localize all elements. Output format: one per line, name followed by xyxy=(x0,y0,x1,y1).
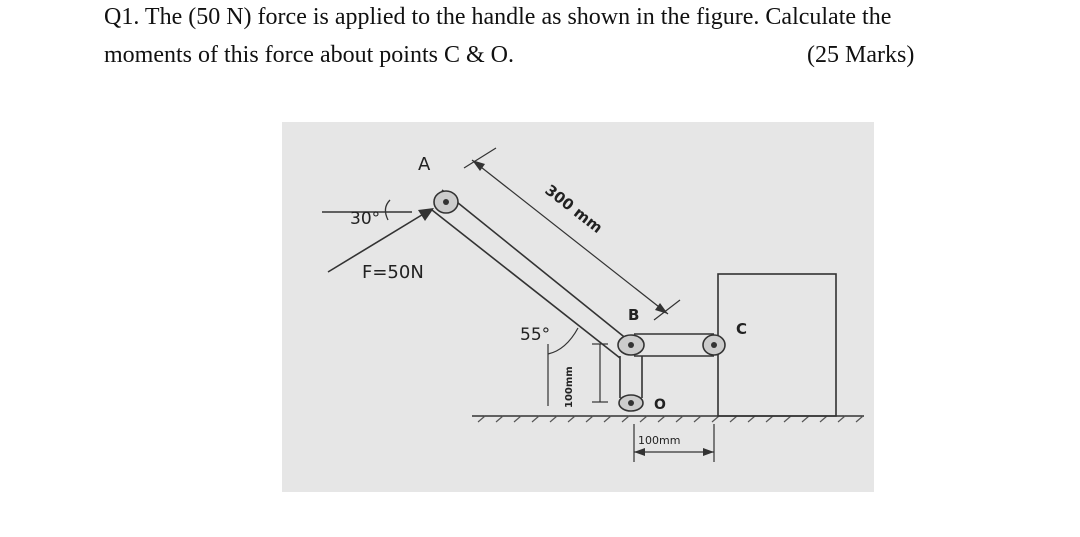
pin-b-center xyxy=(628,342,634,348)
mechanism-figure: A B C O 30° F=50N 300 mm 55° 100mm 100mm xyxy=(282,122,874,492)
force-line xyxy=(327,209,431,273)
label-a: A xyxy=(418,154,431,175)
label-c: C xyxy=(736,320,747,338)
force-angle-arc xyxy=(384,199,391,221)
dim-handle-tick-1 xyxy=(463,147,497,169)
pin-c-center xyxy=(711,342,717,348)
handle-edge-upper xyxy=(441,189,629,341)
force-arrowhead xyxy=(418,208,434,221)
label-angle-handle: 55° xyxy=(520,325,550,345)
angle-handle-arc xyxy=(547,327,579,355)
pin-o-center xyxy=(628,400,634,406)
question-marks: (25 Marks) xyxy=(807,42,915,68)
pin-a-center xyxy=(443,199,449,205)
label-o: O xyxy=(654,397,666,413)
dim-handle-tick-2 xyxy=(653,299,681,321)
label-dim-horizontal: 100mm xyxy=(638,434,680,447)
dim-handle-line xyxy=(471,159,669,315)
question-number: Q1. xyxy=(104,4,140,30)
label-dim-vertical: 100mm xyxy=(564,366,575,408)
question-text-1: The (50 N) force is applied to the handl… xyxy=(144,4,892,30)
figure-drawing: A B C O 30° F=50N 300 mm 55° 100mm 100mm xyxy=(282,122,874,492)
figure-paper xyxy=(282,122,874,492)
question-line-1: Q1. The (50 N) force is applied to the h… xyxy=(104,4,891,31)
question-text-2: moments of this force about points C & O… xyxy=(104,42,514,68)
handle-edge-lower xyxy=(431,209,621,359)
ground-hatching xyxy=(477,415,864,423)
label-angle-force: 30° xyxy=(350,209,380,229)
label-b: B xyxy=(628,306,639,324)
dim-horizontal-arrow-2 xyxy=(703,448,714,456)
label-force: F=50N xyxy=(362,262,424,283)
dim-handle-arrow-1 xyxy=(472,160,485,171)
dim-handle-arrow-2 xyxy=(655,303,668,314)
dim-horizontal-arrow-1 xyxy=(634,448,645,456)
